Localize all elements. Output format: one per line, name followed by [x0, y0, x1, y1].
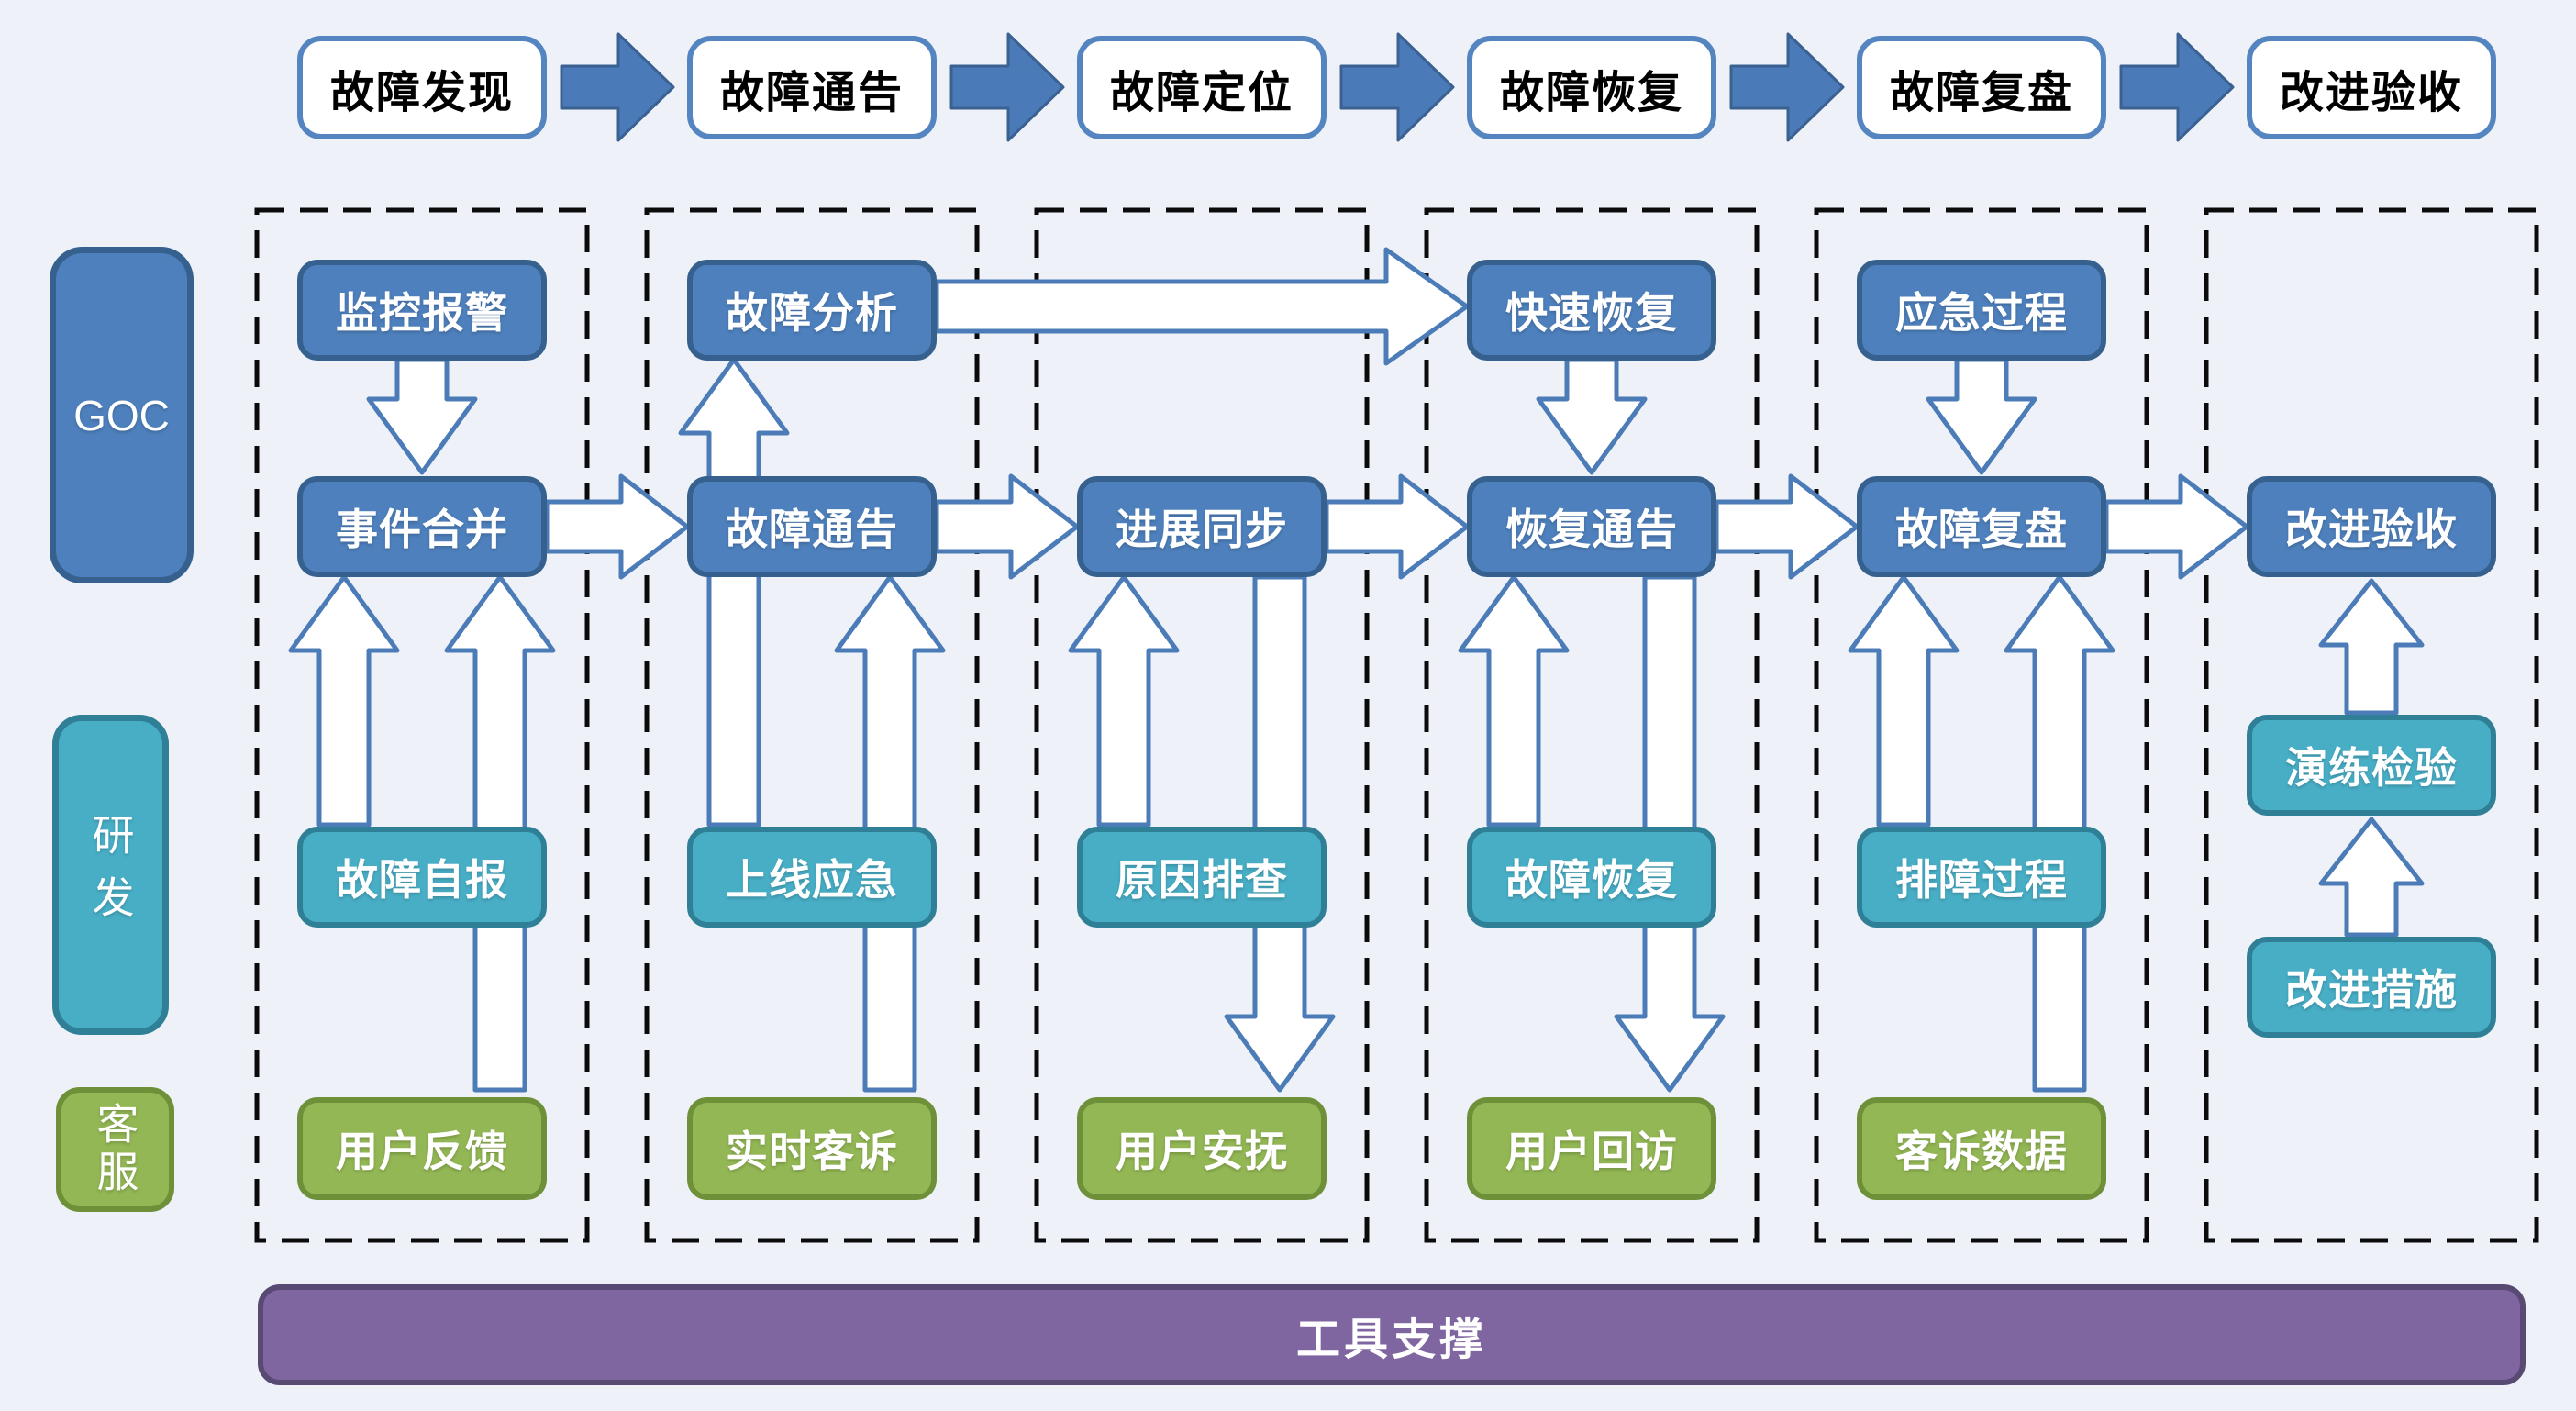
node-fault-review: 故障复盘 [1857, 476, 2106, 577]
dashed-column-3 [1034, 207, 1370, 1243]
process-step-box-6: 改进验收 [2247, 36, 2496, 139]
arrow-rootcause-to-sync-icon [1068, 574, 1180, 828]
tool-support-label: 工具支撑 [1295, 1316, 1487, 1364]
process-step-box-1: 故障发现 [297, 36, 547, 139]
arrow-drill-to-acceptance-icon [2318, 578, 2425, 716]
arrow-sync-to-recoverynotice-icon [1324, 473, 1470, 580]
node-user-feedback: 用户反馈 [297, 1097, 547, 1200]
node-improve-acceptance: 改进验收 [2247, 476, 2496, 577]
process-step-box-3: 故障定位 [1077, 36, 1327, 139]
dashed-column-1 [254, 207, 590, 1243]
node-complaint-data: 客诉数据 [1857, 1097, 2106, 1200]
node-monitor-alert: 监控报警 [297, 260, 547, 361]
arrow-measures-to-drill-icon [2318, 817, 2425, 938]
tool-support-bar: 工具支撑 [258, 1284, 2526, 1385]
lane-goc-text: GOC [73, 391, 170, 439]
arrow-merge-to-notice-icon [544, 473, 690, 580]
step-arrow-4-5-icon [1729, 32, 1845, 142]
step-arrow-3-4-icon [1339, 32, 1455, 142]
dashed-column-4 [1424, 207, 1760, 1243]
process-step-box-2: 故障通告 [687, 36, 937, 139]
lane-label-dev: 研发 [52, 715, 169, 1035]
node-golive-emergency: 上线应急 [687, 827, 937, 928]
node-fault-analysis: 故障分析 [687, 260, 937, 361]
node-improve-measures: 改进措施 [2247, 937, 2496, 1038]
arrow-faultrecovery-to-recoverynotice-icon [1458, 574, 1570, 828]
node-root-cause: 原因排查 [1077, 827, 1327, 928]
arrow-emergency-to-review-icon [1926, 357, 2037, 475]
node-user-revisit: 用户回访 [1467, 1097, 1716, 1200]
node-emergency-process: 应急过程 [1857, 260, 2106, 361]
arrow-review-to-acceptance-icon [2104, 473, 2249, 580]
process-step-box-4: 故障恢复 [1467, 36, 1716, 139]
lane-support-text: 客服 [91, 1102, 139, 1197]
arrow-troubleshoot-to-review-icon [1848, 574, 1960, 828]
arrow-monitor-to-merge-icon [366, 357, 478, 475]
node-user-comfort: 用户安抚 [1077, 1097, 1327, 1200]
node-quick-recovery: 快速恢复 [1467, 260, 1716, 361]
arrow-notice-to-sync-icon [934, 473, 1080, 580]
arrow-golive-to-analysis-icon [678, 357, 790, 828]
arrow-quickrecovery-to-recoverynotice-icon [1536, 357, 1648, 475]
node-recovery-notice: 恢复通告 [1467, 476, 1716, 577]
node-drill-verify: 演练检验 [2247, 715, 2496, 816]
arrow-analysis-to-quickrecovery-icon [934, 247, 1470, 366]
dashed-column-6 [2204, 207, 2539, 1243]
step-arrow-2-3-icon [949, 32, 1065, 142]
step-arrow-1-2-icon [560, 32, 675, 142]
lane-dev-text: 研发 [86, 812, 135, 938]
lane-label-support: 客服 [56, 1087, 174, 1212]
node-event-merge: 事件合并 [297, 476, 547, 577]
step-arrow-5-6-icon [2119, 32, 2235, 142]
dashed-column-5 [1814, 207, 2149, 1243]
lane-label-goc: GOC [50, 247, 194, 583]
arrow-recoverynotice-to-review-icon [1714, 473, 1860, 580]
node-progress-sync: 进展同步 [1077, 476, 1327, 577]
node-troubleshoot-process: 排障过程 [1857, 827, 2106, 928]
node-fault-recovery: 故障恢复 [1467, 827, 1716, 928]
arrow-selfreport-to-merge-icon [288, 574, 400, 828]
node-fault-notice: 故障通告 [687, 476, 937, 577]
process-step-box-5: 故障复盘 [1857, 36, 2106, 139]
node-live-complaint: 实时客诉 [687, 1097, 937, 1200]
node-self-report: 故障自报 [297, 827, 547, 928]
dashed-column-2 [644, 207, 980, 1243]
